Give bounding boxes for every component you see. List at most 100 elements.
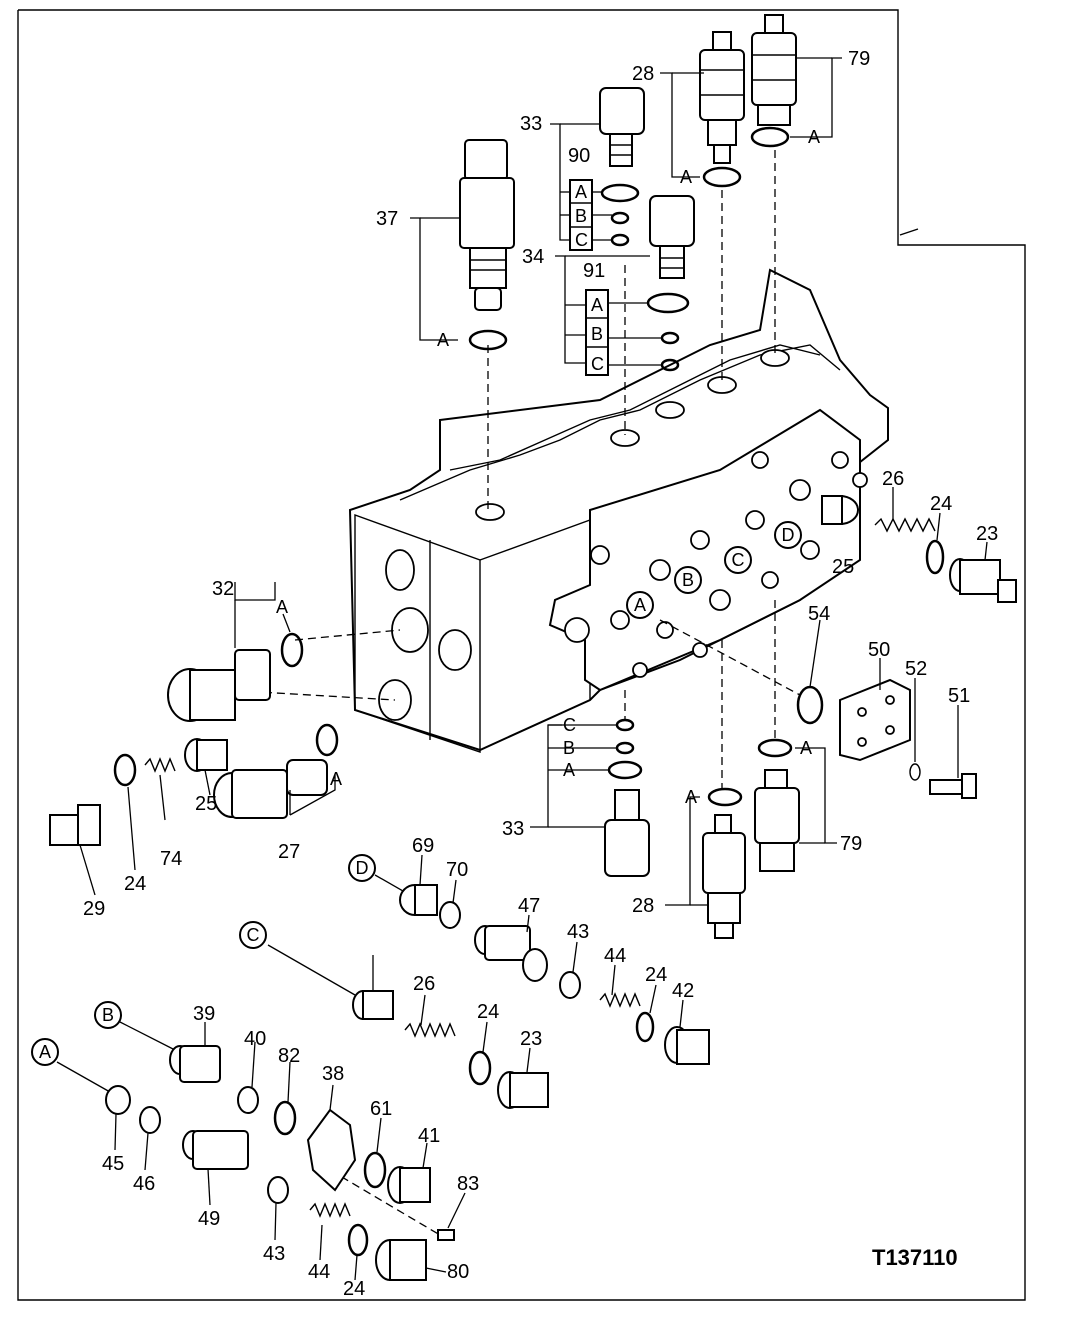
seal-letter-labels: A A A B C A A B C A A C B A A A [276, 127, 820, 807]
callout-79: 79 [840, 833, 862, 855]
group-b-parts [119, 1021, 466, 1241]
callout-46: 46 [133, 1173, 155, 1195]
circle-letter-b: B [102, 1005, 114, 1025]
callout-24: 24 [645, 964, 667, 986]
o-ring-24-right [925, 539, 945, 575]
seal-letter: B [591, 324, 603, 344]
callout-26: 26 [882, 468, 904, 490]
callout-25: 25 [832, 556, 854, 578]
callout-45: 45 [102, 1153, 124, 1175]
group-a-parts [56, 1061, 447, 1281]
callout-52: 52 [905, 658, 927, 680]
seal-letter: C [575, 230, 588, 250]
valve-32 [167, 649, 271, 722]
assembly-centerlines [224, 150, 801, 1236]
callout-37: 37 [376, 208, 398, 230]
callout-26: 26 [413, 973, 435, 995]
relief-valve-79-bottom [754, 769, 800, 872]
callout-49: 49 [198, 1208, 220, 1230]
o-ring-54 [796, 685, 824, 725]
callout-50: 50 [868, 639, 890, 661]
callout-69: 69 [412, 835, 434, 857]
callout-41: 41 [418, 1125, 440, 1147]
callout-90: 90 [568, 145, 590, 167]
callout-34: 34 [522, 246, 544, 268]
callout-61: 61 [370, 1098, 392, 1120]
callout-43: 43 [567, 921, 589, 943]
seal-letter: A [330, 769, 342, 789]
circle-letter-d: D [356, 858, 369, 878]
drawing-frame [17, 9, 1026, 1301]
valve-27 [213, 759, 328, 819]
seal-letter: B [575, 206, 587, 226]
callout-28: 28 [632, 895, 654, 917]
callout-51: 51 [948, 685, 970, 707]
callout-83: 83 [457, 1173, 479, 1195]
callout-33: 33 [502, 818, 524, 840]
callout-24: 24 [343, 1278, 365, 1300]
spring-74 [144, 757, 176, 773]
spool-25-left [184, 738, 228, 772]
seal-letter: A [563, 760, 575, 780]
callout-27: 27 [278, 841, 300, 863]
spool-25-right [821, 495, 859, 525]
callout-23: 23 [976, 523, 998, 545]
bolt-51 [929, 773, 977, 799]
callout-39: 39 [193, 1003, 215, 1025]
plug-29 [49, 804, 101, 846]
callout-44: 44 [308, 1261, 330, 1283]
plug-23-right [949, 558, 1017, 603]
o-ring-24-left [113, 753, 137, 787]
callout-25: 25 [195, 793, 217, 815]
callout-74: 74 [160, 848, 182, 870]
callout-42: 42 [672, 980, 694, 1002]
callout-28: 28 [632, 63, 654, 85]
o-ring-a-32 [280, 632, 304, 668]
callout-82: 82 [278, 1045, 300, 1067]
callout-labels: 79 28 33 90 37 34 91 26 24 23 25 54 32 5… [83, 48, 998, 1300]
callout-40: 40 [244, 1028, 266, 1050]
seal-letter: A [800, 738, 812, 758]
group-d-parts [374, 854, 710, 1065]
circle-letter-a: A [634, 595, 646, 615]
seal-letter: C [591, 354, 604, 374]
group-c-parts [267, 944, 549, 1109]
plug-33-top [599, 87, 645, 167]
relief-valve-28-bottom [702, 814, 746, 939]
seal-kit-91-box [585, 289, 609, 376]
drawing-code: T137110 [872, 1245, 958, 1270]
circle-letter-d: D [782, 525, 795, 545]
seal-letter: A [575, 182, 587, 202]
seal-letter: B [563, 738, 575, 758]
o-ring-a-27 [315, 723, 339, 757]
callout-79: 79 [848, 48, 870, 70]
callout-29: 29 [83, 898, 105, 920]
seal-letter: A [680, 167, 692, 187]
callout-23: 23 [520, 1028, 542, 1050]
callout-70: 70 [446, 859, 468, 881]
relief-valve-37 [459, 139, 515, 311]
seal-letter: A [808, 127, 820, 147]
callout-32: 32 [212, 578, 234, 600]
plug-34 [649, 195, 695, 279]
seal-letter: A [685, 787, 697, 807]
top-o-rings [468, 126, 790, 372]
leader-lines-right [530, 487, 988, 906]
circle-letter-c: C [732, 550, 745, 570]
circle-letter-c: C [247, 925, 260, 945]
callout-47: 47 [518, 895, 540, 917]
valve-block-body [348, 268, 889, 753]
seal-letter: A [276, 597, 288, 617]
seal-letter: A [437, 330, 449, 350]
plug-33-bottom [604, 789, 650, 877]
circle-letter-a: A [39, 1042, 51, 1062]
circle-letter-b: B [682, 570, 694, 590]
callout-24: 24 [930, 493, 952, 515]
cover-plate-50 [839, 678, 911, 762]
seal-letter: A [591, 295, 603, 315]
callout-38: 38 [322, 1063, 344, 1085]
washer-52 [909, 763, 921, 781]
relief-valve-28-top [699, 31, 745, 164]
relief-valve-79-top [751, 14, 797, 126]
